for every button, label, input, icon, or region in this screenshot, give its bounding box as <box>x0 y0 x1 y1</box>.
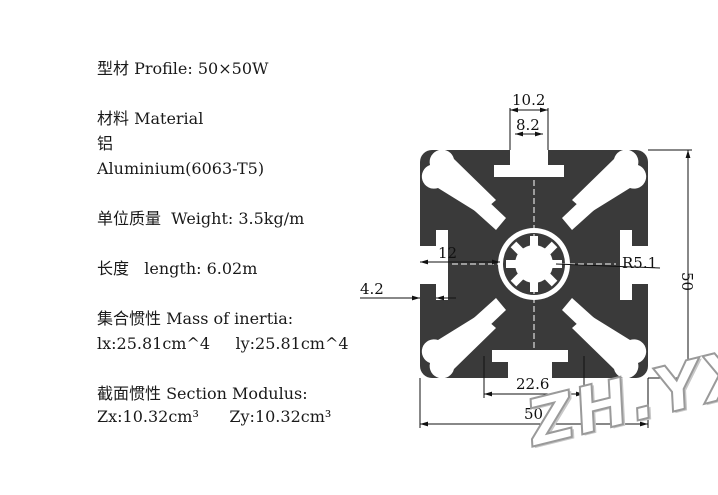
length-spec: 长度 length: 6.02m <box>97 259 258 278</box>
dim-bottom-overall: 50 <box>524 405 543 423</box>
weight-spec: 单位质量 Weight: 3.5kg/m <box>97 209 305 228</box>
material-value: Aluminium(6063-T5) <box>97 159 265 178</box>
profile-name: 型材 Profile: 50×50W <box>97 59 269 78</box>
material-title: 材料 Material <box>97 109 204 128</box>
modulus-title: 截面惯性 Section Modulus: <box>97 384 308 403</box>
modulus-values: Zx:10.32cm³ Zy:10.32cm³ <box>97 407 332 426</box>
inertia-values: lx:25.81cm^4 ly:25.81cm^4 <box>97 334 349 353</box>
aluminium-profile-section <box>420 149 648 379</box>
material-cn: 铝 <box>97 134 114 153</box>
dim-top-outer: 10.2 <box>512 91 545 109</box>
dim-bottom-inner: 22.6 <box>516 375 549 393</box>
inertia-title: 集合惯性 Mass of inertia: <box>97 309 294 328</box>
dim-top-inner: 8.2 <box>516 116 540 134</box>
dim-radius: R5.1 <box>622 254 657 272</box>
dim-right-overall: 50 <box>678 272 696 291</box>
dim-left: 12 <box>438 244 457 262</box>
dim-slot-width: 4.2 <box>360 280 384 298</box>
